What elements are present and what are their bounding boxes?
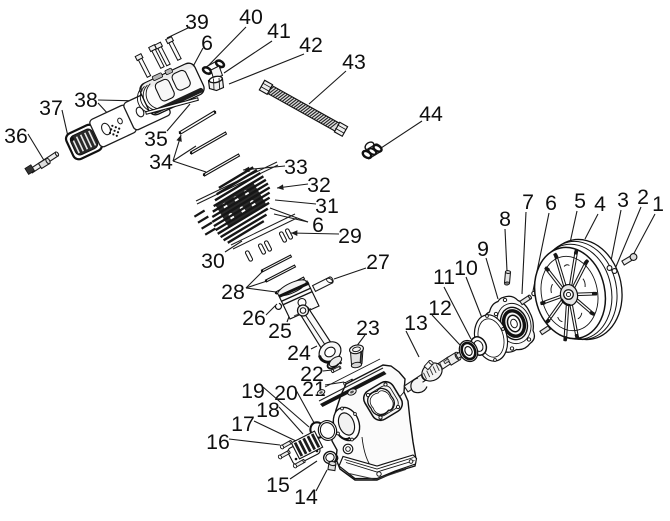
svg-text:22: 22 [300, 362, 324, 386]
svg-text:6: 6 [201, 31, 213, 55]
svg-text:7: 7 [522, 190, 534, 214]
svg-text:32: 32 [307, 173, 331, 197]
svg-text:40: 40 [239, 5, 263, 29]
svg-text:13: 13 [404, 311, 428, 335]
svg-text:12: 12 [428, 296, 452, 320]
svg-text:42: 42 [299, 33, 323, 57]
svg-text:41: 41 [267, 19, 291, 43]
svg-text:44: 44 [419, 102, 443, 126]
svg-text:8: 8 [499, 207, 511, 231]
svg-text:3: 3 [617, 188, 629, 212]
svg-text:24: 24 [287, 341, 311, 365]
svg-text:35: 35 [144, 127, 168, 151]
svg-text:37: 37 [39, 96, 63, 120]
svg-text:4: 4 [594, 192, 606, 216]
svg-text:6: 6 [312, 213, 324, 237]
svg-text:18: 18 [256, 398, 280, 422]
svg-text:26: 26 [242, 306, 266, 330]
svg-text:21: 21 [302, 377, 326, 401]
svg-text:27: 27 [366, 250, 390, 274]
svg-text:16: 16 [206, 430, 230, 454]
svg-text:19: 19 [241, 379, 265, 403]
svg-text:29: 29 [338, 224, 362, 248]
svg-text:34: 34 [149, 150, 173, 174]
svg-text:23: 23 [356, 316, 380, 340]
svg-text:30: 30 [201, 249, 225, 273]
svg-text:28: 28 [221, 280, 245, 304]
svg-text:20: 20 [274, 381, 298, 405]
svg-text:43: 43 [342, 50, 366, 74]
svg-text:14: 14 [294, 485, 318, 509]
svg-text:1: 1 [652, 192, 664, 216]
svg-text:15: 15 [266, 473, 290, 497]
svg-text:6: 6 [545, 191, 557, 215]
svg-text:25: 25 [268, 319, 292, 343]
svg-text:9: 9 [477, 237, 489, 261]
svg-text:31: 31 [315, 194, 339, 218]
svg-text:17: 17 [231, 412, 255, 436]
svg-text:2: 2 [637, 185, 649, 209]
svg-text:33: 33 [284, 155, 308, 179]
svg-text:38: 38 [74, 88, 98, 112]
svg-text:11: 11 [433, 265, 455, 289]
svg-text:39: 39 [185, 10, 209, 34]
svg-text:36: 36 [4, 124, 28, 148]
svg-text:5: 5 [574, 189, 586, 213]
svg-text:10: 10 [454, 256, 478, 280]
